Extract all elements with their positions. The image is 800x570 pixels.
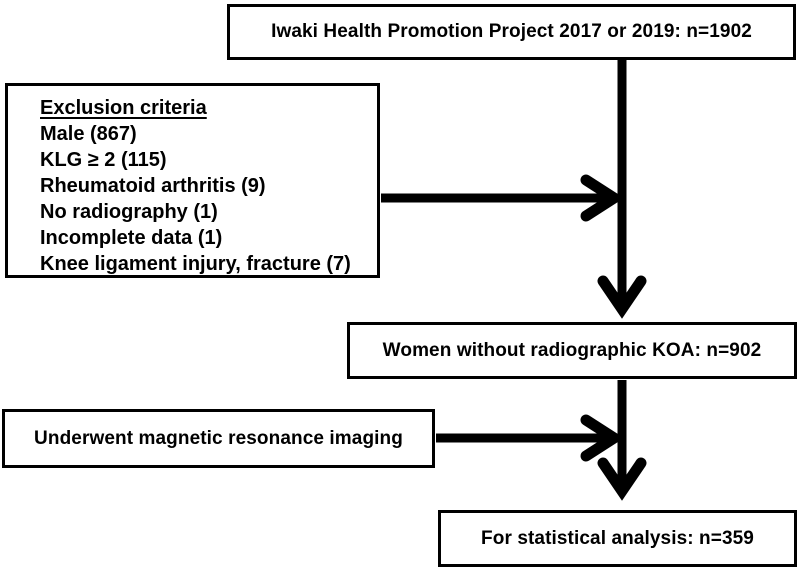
arrow-down-nokoa-to-analysis (597, 380, 647, 501)
arrow-right-exclusion-to-flow (381, 174, 625, 222)
box-project-label: Iwaki Health Promotion Project 2017 or 2… (271, 21, 752, 42)
exclusion-title: Exclusion criteria (40, 97, 207, 119)
arrow-down-project-to-nokoa (597, 57, 647, 319)
box-women-without-koa: Women without radiographic KOA: n=902 (347, 322, 797, 379)
box-exclusion-criteria: Exclusion criteria Male (867) KLG ≥ 2 (1… (5, 83, 380, 278)
box-project: Iwaki Health Promotion Project 2017 or 2… (227, 4, 796, 60)
box-mri-label: Underwent magnetic resonance imaging (34, 427, 403, 449)
arrow-right-mri-to-flow (436, 414, 625, 462)
box-women-without-koa-label: Women without radiographic KOA: n=902 (382, 339, 762, 361)
exclusion-item: Knee ligament injury, fracture (7) (40, 253, 351, 275)
exclusion-item: Male (867) (40, 123, 137, 145)
exclusion-item: Incomplete data (1) (40, 227, 223, 249)
exclusion-item: Rheumatoid arthritis (9) (40, 175, 266, 197)
box-mri: Underwent magnetic resonance imaging (2, 409, 435, 468)
exclusion-item: KLG ≥ 2 (115) (40, 149, 167, 171)
exclusion-item: No radiography (1) (40, 201, 218, 223)
box-statistical-analysis: For statistical analysis: n=359 (438, 510, 797, 567)
box-statistical-analysis-label: For statistical analysis: n=359 (481, 527, 754, 549)
